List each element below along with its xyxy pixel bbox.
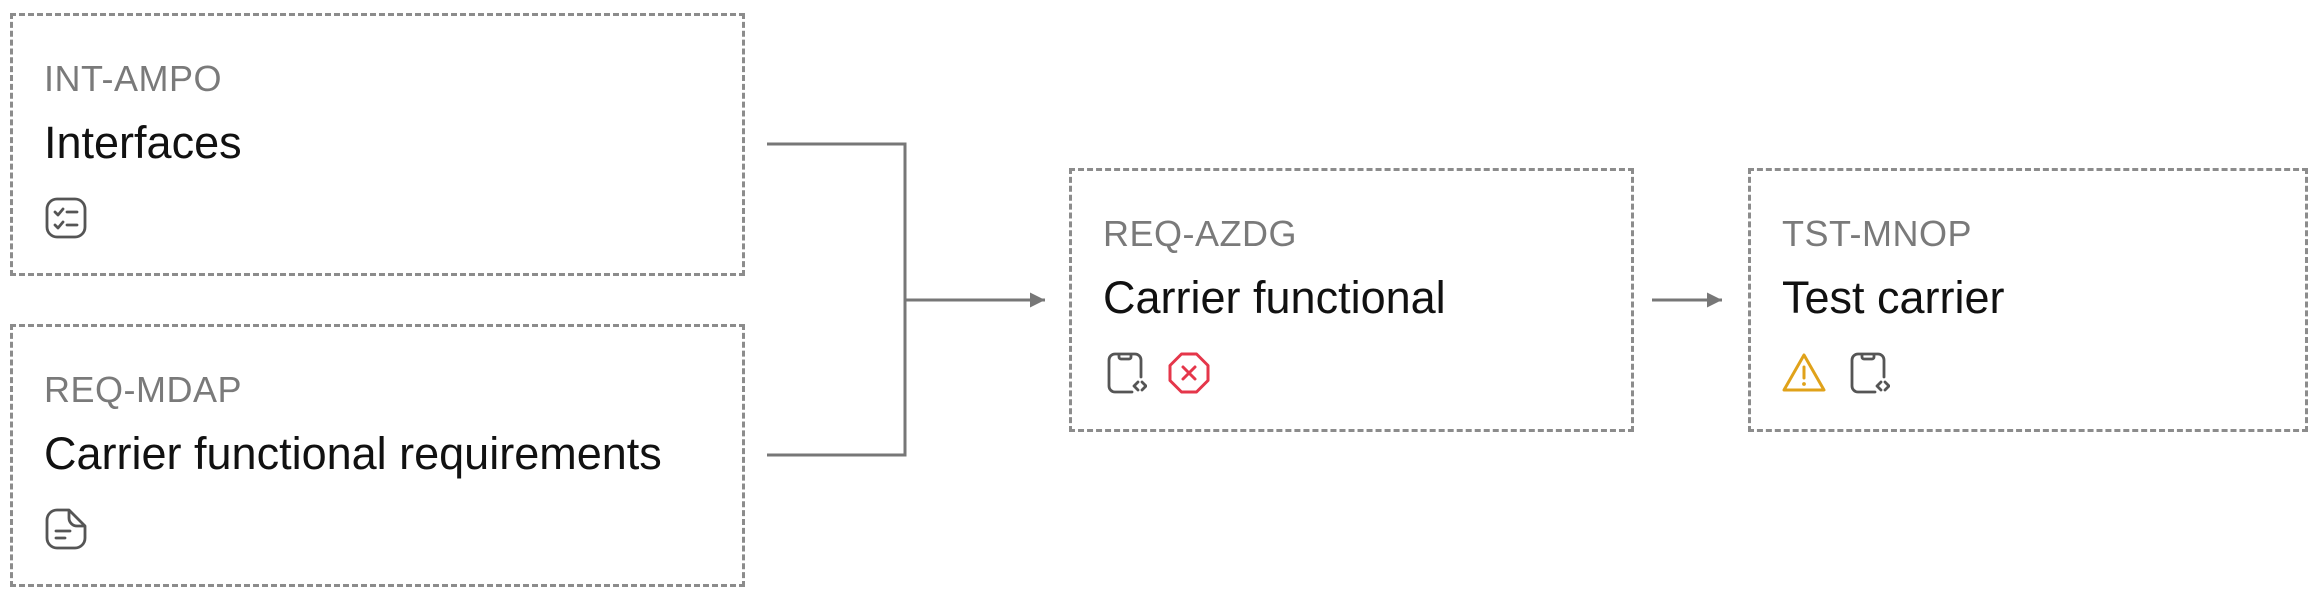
node-code: REQ-AZDG bbox=[1103, 213, 1298, 254]
node-req-mdap[interactable]: REQ-MDAP Carrier functional requirements bbox=[10, 324, 745, 587]
node-req-azdg[interactable]: REQ-AZDG Carrier functional bbox=[1069, 168, 1634, 432]
node-title: Carrier functional requirements bbox=[44, 428, 662, 479]
node-tst-mnop[interactable]: TST-MNOP Test carrier bbox=[1748, 168, 2308, 432]
checklist-icon bbox=[45, 197, 87, 239]
node-title: Test carrier bbox=[1782, 272, 2005, 323]
code-file-icon bbox=[1107, 352, 1147, 394]
node-code: REQ-MDAP bbox=[44, 369, 243, 410]
connector-req-mdap bbox=[767, 300, 907, 457]
node-title: Carrier functional bbox=[1103, 272, 1446, 323]
connector-int-ampo bbox=[767, 142, 907, 300]
node-title: Interfaces bbox=[44, 117, 242, 168]
node-code: INT-AMPO bbox=[44, 58, 223, 99]
error-octagon-icon bbox=[1168, 352, 1210, 394]
node-int-ampo[interactable]: INT-AMPO Interfaces bbox=[10, 13, 745, 276]
code-file-icon bbox=[1850, 352, 1890, 394]
document-icon bbox=[45, 508, 87, 550]
warning-triangle-icon bbox=[1782, 353, 1826, 392]
node-code: TST-MNOP bbox=[1782, 213, 1972, 254]
